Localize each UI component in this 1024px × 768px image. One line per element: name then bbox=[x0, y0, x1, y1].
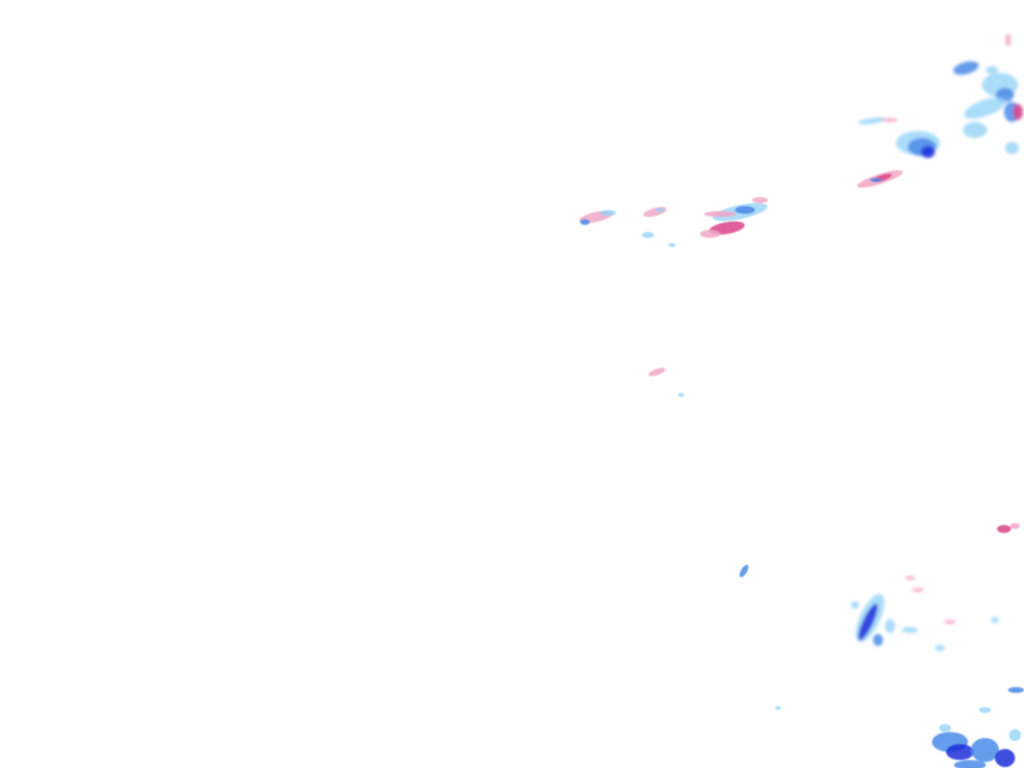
precip-cell-southeast bbox=[851, 576, 999, 651]
precip-spot-center bbox=[648, 367, 684, 397]
precip-cluster-bottom-right bbox=[775, 687, 1024, 768]
precip-band-central bbox=[579, 197, 768, 247]
precip-spot-east bbox=[997, 523, 1020, 533]
precip-cell-east-upper bbox=[858, 117, 940, 158]
precip-band-east bbox=[857, 170, 903, 188]
precip-spot-south bbox=[739, 564, 749, 578]
precip-cluster-top-right bbox=[953, 34, 1023, 154]
